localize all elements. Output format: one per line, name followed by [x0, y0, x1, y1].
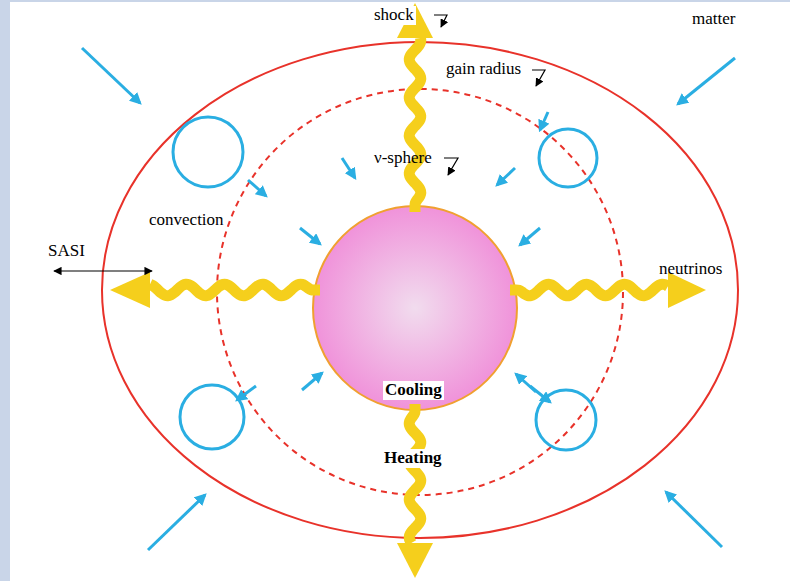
neutrino-arrowhead	[110, 272, 150, 308]
convection-cell	[173, 117, 243, 187]
convection-cell	[539, 129, 597, 187]
leader-arrow	[434, 15, 447, 27]
neutrino-arrowhead	[397, 543, 433, 578]
infall-arrow	[82, 48, 140, 103]
shock-label: shock	[372, 6, 416, 25]
infall-arrow	[302, 373, 322, 390]
infall-arrow	[300, 228, 320, 244]
panel-ground	[10, 2, 790, 581]
cooling-label: Cooling	[383, 381, 444, 400]
sasi-double-arrow	[54, 270, 152, 271]
leader-arrow	[444, 158, 458, 175]
neutrino-sphere-label: ν-sphere	[372, 149, 434, 168]
infall-arrow	[516, 374, 536, 392]
gain-radius-label: gain radius	[444, 60, 523, 79]
infall-arrow	[237, 386, 256, 400]
matter-arrows	[82, 48, 735, 550]
neutrino-wave	[409, 38, 421, 212]
infall-arrow	[148, 495, 205, 550]
convection-label: convection	[147, 211, 226, 230]
sasi-label: SASI	[46, 242, 87, 261]
leader-arrow	[532, 70, 545, 86]
infall-arrow	[678, 58, 735, 104]
neutrinos-label: neutrinos	[657, 260, 724, 279]
infall-arrow	[540, 112, 548, 130]
heating-label: Heating	[382, 449, 444, 468]
leader-arrows	[54, 15, 545, 271]
infall-arrow	[342, 158, 355, 178]
neutrino-wave	[510, 284, 668, 296]
neutrino-sphere	[313, 206, 517, 410]
neutrino-wave	[409, 404, 421, 543]
convection-cells	[173, 117, 597, 450]
infall-arrow	[497, 168, 515, 185]
infall-arrow	[248, 180, 266, 196]
neutrino-wave	[150, 284, 320, 296]
infall-arrow	[520, 228, 540, 245]
infall-arrow	[666, 492, 722, 547]
matter-label: matter	[690, 10, 737, 29]
convection-cell	[180, 385, 244, 449]
neutrino-arrows	[110, 3, 706, 578]
